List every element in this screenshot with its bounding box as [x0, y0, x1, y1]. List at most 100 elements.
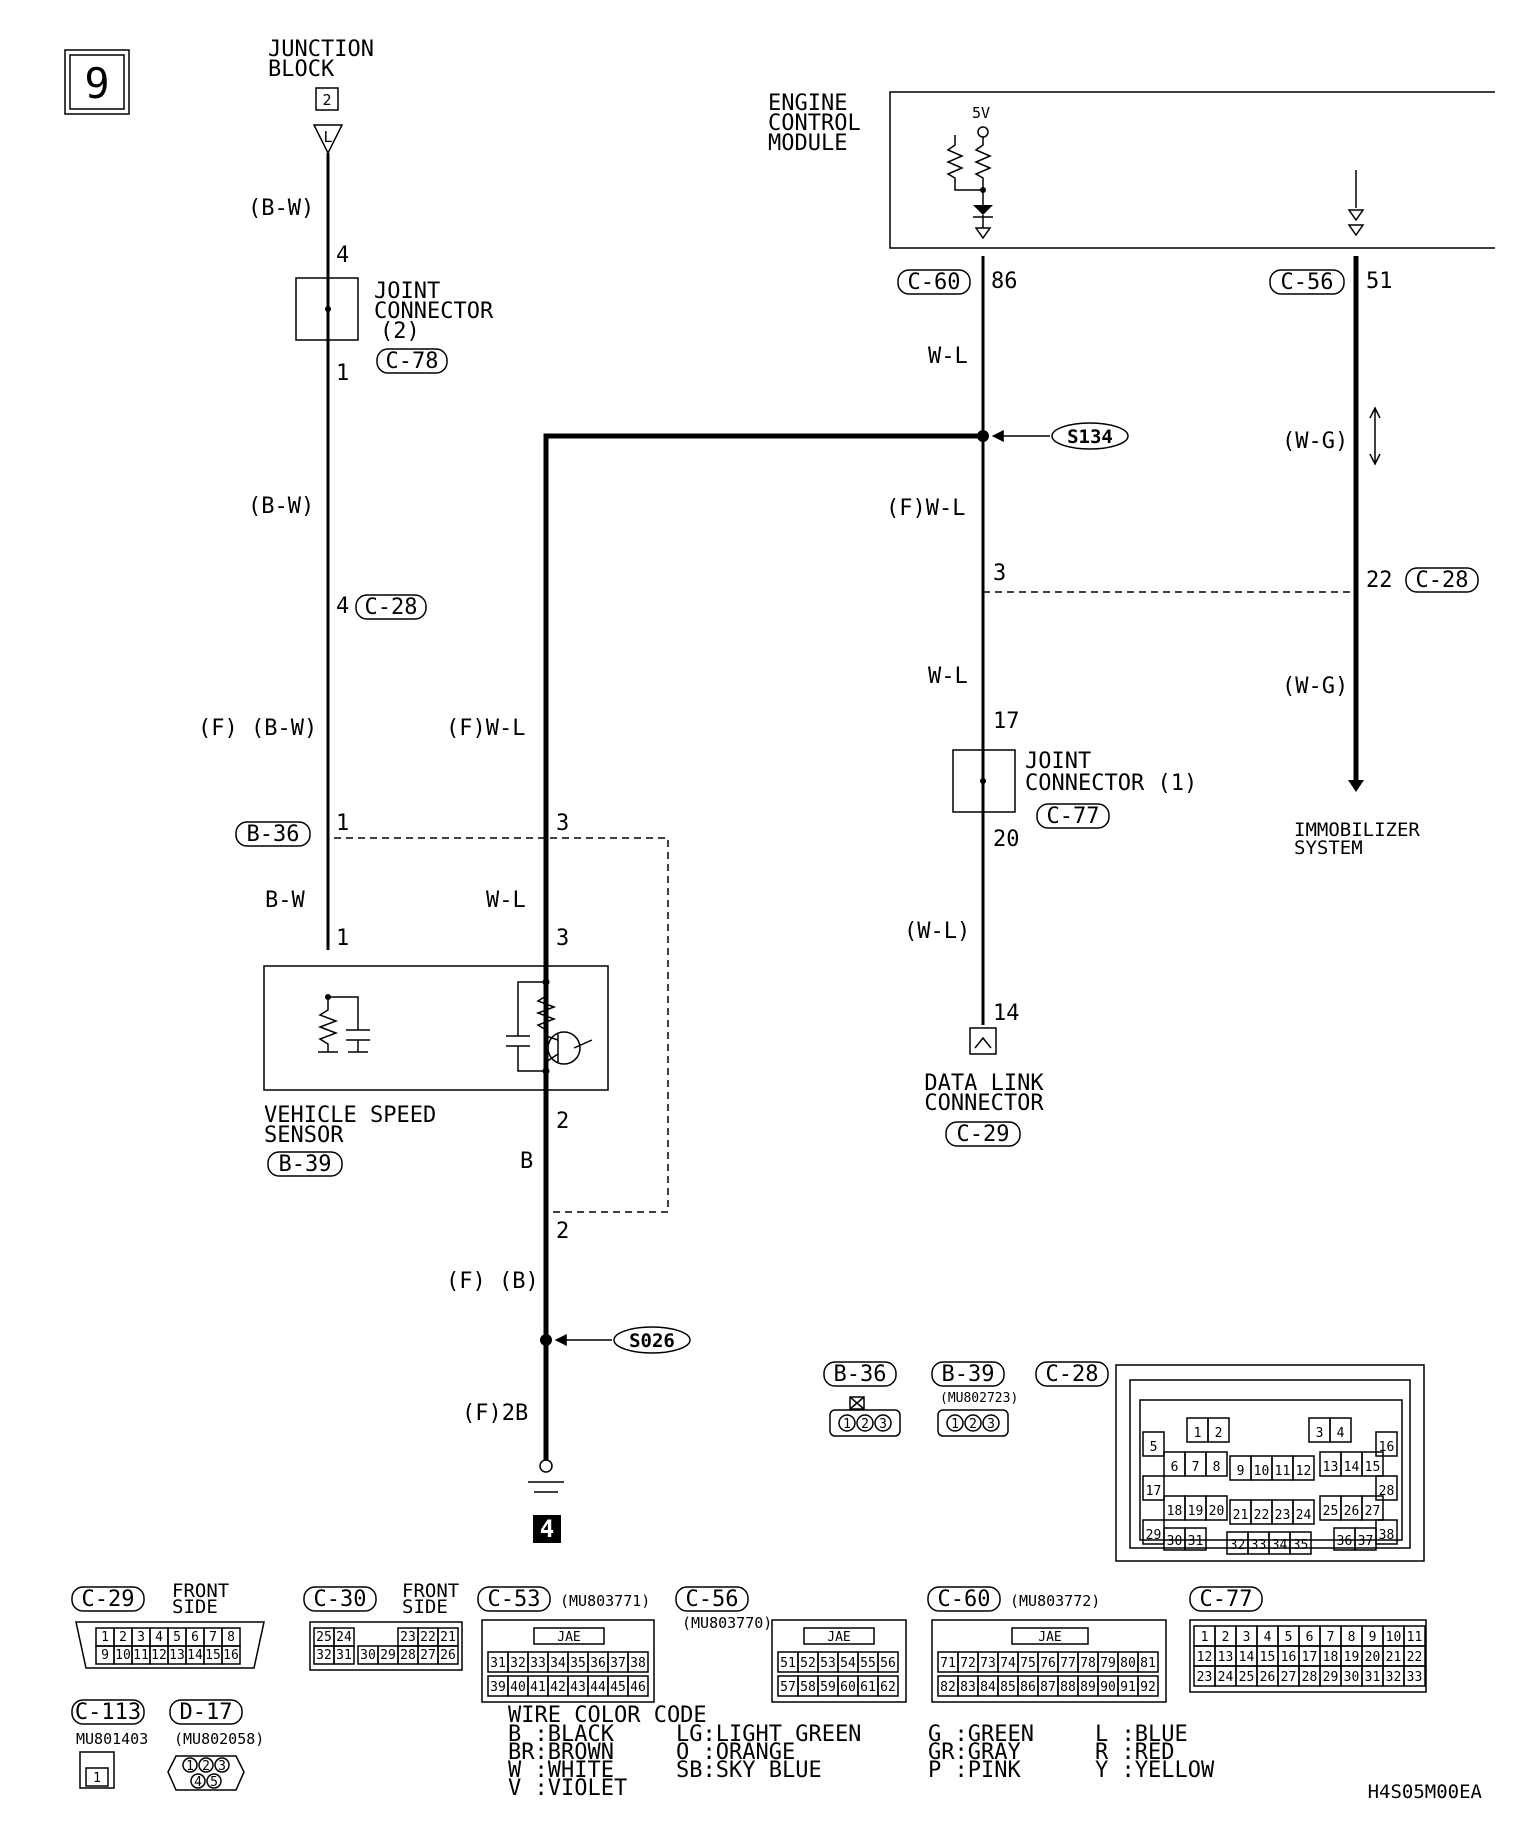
- c30-pin: 32: [316, 1648, 332, 1663]
- b36-pin: 1: [843, 1417, 851, 1432]
- c60-pin: 77: [1060, 1656, 1076, 1671]
- wire-label-fb: (F) (B): [446, 1269, 539, 1294]
- ground-number-box: [533, 1515, 561, 1543]
- c53-pin: 31: [490, 1656, 506, 1671]
- c77-pin: 2: [1222, 1630, 1230, 1645]
- view-b39-id: B-39: [942, 1362, 995, 1387]
- c29-pin: 15: [205, 1648, 221, 1663]
- c28-pin: 20: [1209, 1504, 1225, 1519]
- c29-note-1: FRONT: [172, 1580, 229, 1602]
- b36-lock-icon: [849, 1396, 865, 1410]
- c77-pin: 21: [1386, 1650, 1402, 1665]
- legend-item: GR:GRAY: [928, 1740, 1021, 1765]
- c60-pin: 86: [1020, 1680, 1036, 1695]
- jc2-label-3: (2): [380, 319, 420, 344]
- b36-pin-circle: [838, 1414, 856, 1432]
- junction-block-label-2: BLOCK: [268, 57, 335, 82]
- dlc-label-2: CONNECTOR: [924, 1091, 1044, 1116]
- c29-cell: [221, 1645, 241, 1665]
- jc1-node: [980, 778, 986, 784]
- c28-cell: [1205, 1495, 1228, 1521]
- c53-pin: 35: [570, 1656, 586, 1671]
- legend-item: G :GREEN: [928, 1722, 1034, 1747]
- junction-terminal-icon: [312, 124, 344, 155]
- jc2-label-1: JOINT: [374, 279, 440, 304]
- immobilizer-label-2: SYSTEM: [1294, 837, 1363, 859]
- b39-housing: [937, 1409, 1009, 1437]
- wire-label-wl-left: W-L: [486, 888, 526, 913]
- c30-pin: 23: [400, 1630, 416, 1645]
- b36-pin-circle: [856, 1414, 874, 1432]
- b36-pin-circle: [874, 1414, 892, 1432]
- ecm-diode-icon: [973, 205, 993, 215]
- c28-pin: 27: [1365, 1504, 1381, 1519]
- view-b36-badge: [823, 1361, 897, 1387]
- splice-s134-badge: [1051, 422, 1129, 450]
- wire-label-wl-paren: (W-L): [904, 919, 970, 944]
- c56-pin: 52: [800, 1656, 816, 1671]
- c60-pin: 76: [1040, 1656, 1056, 1671]
- ecm-immobilizer-terminal-icon: [1347, 170, 1365, 237]
- c77-pin: 6: [1306, 1630, 1314, 1645]
- c60-cell: [1137, 1675, 1159, 1697]
- c113-housing: [79, 1751, 115, 1789]
- c77-pin: 14: [1239, 1650, 1255, 1665]
- c56-pin: 62: [880, 1680, 896, 1695]
- c60-brand-box: [1011, 1627, 1089, 1645]
- c56-badge: [1269, 269, 1345, 295]
- b39-part: (MU802723): [940, 1391, 1018, 1406]
- view-b36-id: B-36: [834, 1362, 887, 1387]
- d17-pin: 2: [202, 1759, 210, 1774]
- d17-pin-circle: [206, 1773, 222, 1789]
- c29-pin: 10: [115, 1648, 131, 1663]
- c30-housing: [309, 1621, 463, 1671]
- c28-pin: 21: [1233, 1508, 1249, 1523]
- jc2-id: C-78: [386, 349, 439, 374]
- vss-id: B-39: [279, 1152, 332, 1177]
- c29-pin: 13: [169, 1648, 185, 1663]
- ecm-resistor-2-icon: [946, 135, 983, 191]
- c53-pin: 43: [570, 1680, 586, 1695]
- c28-pin: 25: [1323, 1504, 1339, 1519]
- c53-pin: 41: [530, 1680, 546, 1695]
- dlc-terminal-mark: [974, 1036, 992, 1049]
- c77-pin: 28: [1302, 1670, 1318, 1685]
- c29-pin: 2: [119, 1630, 127, 1645]
- b36-lock-mark: [849, 1396, 865, 1410]
- c60-pin: 75: [1020, 1656, 1036, 1671]
- c60-pin: 92: [1140, 1680, 1156, 1695]
- view-c28-badge: [1035, 1361, 1109, 1387]
- c60-pin: 82: [940, 1680, 956, 1695]
- c28-cell: [1375, 1431, 1398, 1457]
- dlc-pin: 14: [993, 1001, 1020, 1026]
- wire-label-f2b: (F)2B: [462, 1401, 528, 1426]
- c30-note-2: SIDE: [402, 1596, 448, 1618]
- c28-cell: [1329, 1417, 1352, 1443]
- c60-pin: 80: [1120, 1656, 1136, 1671]
- b39-pin-circle: [982, 1414, 1000, 1432]
- c29-pin: 11: [133, 1648, 149, 1663]
- jc1-id: C-77: [1047, 804, 1100, 829]
- c28-cell: [1361, 1495, 1384, 1521]
- wire-label-wl-mid: W-L: [928, 664, 968, 689]
- c56-pin: 60: [840, 1680, 856, 1695]
- d17-pin-circle: [214, 1757, 230, 1773]
- legend-item: Y :YELLOW: [1095, 1758, 1215, 1783]
- page-number-box: 9: [64, 49, 130, 115]
- jc2-pin-out: 1: [336, 361, 349, 386]
- c77-pin: 7: [1327, 1630, 1335, 1645]
- c60-pin: 78: [1080, 1656, 1096, 1671]
- c56-brand: JAE: [827, 1630, 850, 1645]
- legend-title: WIRE COLOR CODE: [508, 1703, 707, 1728]
- splice-s026-node: [540, 1334, 552, 1346]
- d17-housing: [167, 1755, 245, 1791]
- view-c113-id: C-113: [75, 1700, 141, 1725]
- c60-brand: JAE: [1038, 1630, 1061, 1645]
- c28-pin: 10: [1254, 1464, 1270, 1479]
- view-c77-badge: [1189, 1586, 1263, 1612]
- ground-terminal-icon: [539, 1459, 553, 1473]
- c53-pin: 33: [530, 1656, 546, 1671]
- c28-right-badge: [1405, 567, 1479, 593]
- c56-id: C-56: [1281, 270, 1334, 295]
- c29-pin: 12: [151, 1648, 167, 1663]
